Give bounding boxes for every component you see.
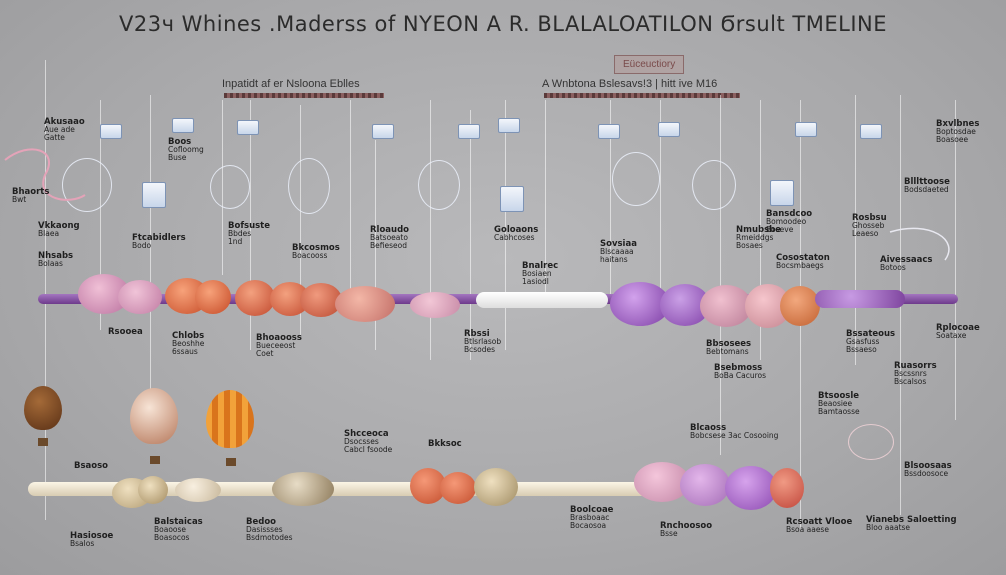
orange-segment (440, 472, 476, 504)
orange-segment (235, 280, 275, 316)
basket-icon (226, 458, 236, 466)
orange-segment (195, 280, 231, 314)
device-icon (237, 120, 259, 135)
device-icon (372, 124, 394, 139)
pink-segment (335, 286, 395, 322)
balloon-icon (206, 390, 254, 448)
orange-segment (770, 468, 804, 508)
tube-loop-icon (288, 158, 330, 214)
subtitle-center: A Wnbtona Bslesavs!3 | hitt ive M16 (542, 78, 718, 90)
tube-loop-icon (62, 158, 112, 212)
device-icon (142, 182, 166, 208)
timeline-label: Bsaoso (74, 461, 109, 471)
device-icon (500, 186, 524, 212)
subtitle-center-bar (544, 93, 740, 98)
basket-icon (150, 456, 160, 464)
tube-loop-icon (692, 160, 736, 210)
violet-segment (725, 466, 777, 510)
pink-segment (700, 285, 752, 327)
device-icon (770, 180, 794, 206)
violet-segment (815, 290, 905, 308)
subtitle-left-bar (224, 93, 384, 98)
balloon-icon (130, 388, 178, 444)
device-icon (172, 118, 194, 133)
timeline-label: Rsooea (108, 327, 143, 337)
device-icon (658, 122, 680, 137)
timeline-label: Bkksoc (428, 439, 462, 449)
tube-loop-icon (418, 160, 460, 210)
white-segment (476, 292, 608, 308)
boxed-section-label: Eüceuctiory (614, 55, 685, 74)
tube-loop-icon (612, 152, 660, 206)
basket-icon (38, 438, 48, 446)
page-title: V23ч Whines .Maderss of NYEON A R. BLALA… (118, 12, 888, 36)
device-icon (498, 118, 520, 133)
subtitle-left: Inpatidt af er Nsloona Eblles (222, 78, 360, 90)
device-icon (598, 124, 620, 139)
balloon-icon (24, 386, 62, 430)
cream-segment (474, 468, 518, 506)
violet-segment (680, 464, 730, 506)
device-icon (795, 122, 817, 137)
tube-loop-icon (210, 165, 250, 209)
device-icon (100, 124, 122, 139)
device-icon (860, 124, 882, 139)
tube-loop-icon (848, 424, 894, 460)
cream-segment (175, 478, 221, 502)
pink-segment (410, 292, 460, 318)
pink-segment (118, 280, 162, 314)
cream-segment (272, 472, 334, 506)
cream-segment (138, 476, 168, 504)
device-icon (458, 124, 480, 139)
orange-segment (780, 286, 820, 326)
